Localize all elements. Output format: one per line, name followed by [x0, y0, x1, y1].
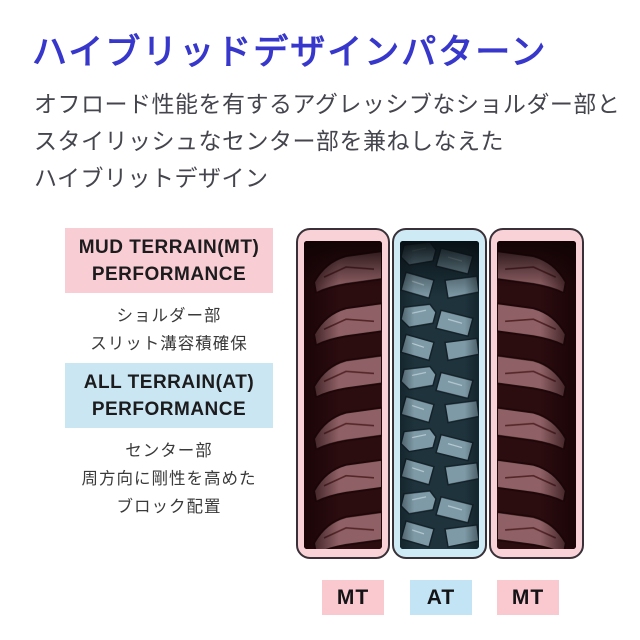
description-line-3: ハイブリットデザイン — [34, 165, 269, 191]
zone-tag-mt-left: MT — [322, 580, 384, 615]
mt-performance-line-1: MUD TERRAIN(MT) — [78, 236, 260, 258]
at-performance-line-2: PERFORMANCE — [91, 398, 247, 420]
mt-right-tread-photo — [497, 241, 576, 549]
mt-caption: ショルダー部 スリット溝容積確保 — [45, 302, 293, 358]
zone-tag-mt-right: MT — [497, 580, 559, 615]
mt-left-shoulder-zone — [296, 228, 390, 559]
at-caption-line-3: ブロック配置 — [116, 498, 222, 516]
mt-right-shoulder-zone — [489, 228, 584, 559]
mt-left-tread-photo — [304, 241, 382, 549]
mt-caption-line-2: スリット溝容積確保 — [90, 335, 248, 353]
at-performance-line-1: ALL TERRAIN(AT) — [83, 371, 255, 393]
at-center-tread-photo — [400, 241, 479, 549]
at-performance-label: ALL TERRAIN(AT) PERFORMANCE — [65, 363, 273, 428]
at-center-zone — [392, 228, 487, 559]
description-line-2: スタイリッシュなセンター部を兼ねしなえた — [34, 128, 504, 154]
at-caption-line-2: 周方向に剛性を高めた — [81, 470, 257, 488]
page-title: ハイブリッドデザインパターン — [32, 33, 548, 72]
mt-right-tread-illustration — [497, 241, 576, 549]
description-paragraph: オフロード性能を有するアグレッシブなショルダー部と スタイリッシュなセンター部を… — [34, 86, 620, 197]
tire-tread-diagram — [296, 228, 584, 559]
mt-performance-line-2: PERFORMANCE — [91, 263, 247, 285]
zone-tag-at-center: AT — [410, 580, 472, 615]
mt-performance-label: MUD TERRAIN(MT) PERFORMANCE — [65, 228, 273, 293]
at-caption-line-1: センター部 — [125, 442, 213, 460]
mt-caption-line-1: ショルダー部 — [116, 307, 222, 325]
mt-left-tread-illustration — [304, 241, 382, 549]
description-line-1: オフロード性能を有するアグレッシブなショルダー部と — [34, 91, 621, 117]
at-center-tread-illustration — [400, 241, 479, 549]
at-caption: センター部 周方向に剛性を高めた ブロック配置 — [45, 437, 293, 521]
